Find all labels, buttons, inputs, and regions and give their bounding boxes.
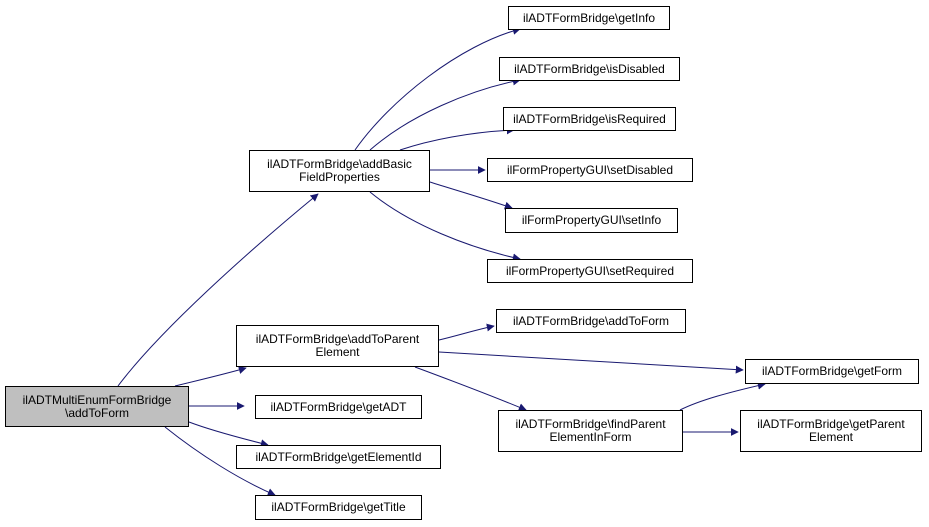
edge-addToParentElement-to-getForm — [438, 351, 744, 374]
node-getParentElement-line2: Element — [808, 430, 854, 444]
node-addBasicFieldProperties[interactable]: ilADTFormBridge\addBasic FieldProperties — [249, 150, 430, 192]
node-setInfo[interactable]: ilFormPropertyGUI\setInfo — [505, 208, 678, 233]
node-addToForm[interactable]: ilADTFormBridge\addToForm — [496, 309, 686, 333]
node-isRequired[interactable]: ilADTFormBridge\isRequired — [503, 107, 676, 131]
node-setDisabled-line1: ilFormPropertyGUI\setDisabled — [506, 162, 674, 177]
node-root-line2: \addToForm — [64, 405, 130, 420]
edge-root-to-addBasicFieldProperties — [117, 193, 319, 387]
node-addToForm-line1: ilADTFormBridge\addToForm — [512, 313, 670, 328]
node-getTitle[interactable]: ilADTFormBridge\getTitle — [255, 495, 422, 520]
node-isRequired-line1: ilADTFormBridge\isRequired — [513, 111, 666, 126]
node-addToParentElement-line2: Element — [315, 345, 360, 359]
edge-addBasicFieldProperties-to-setRequired — [369, 191, 521, 262]
node-getParentElement[interactable]: ilADTFormBridge\getParent Element — [740, 410, 922, 452]
node-setDisabled[interactable]: ilFormPropertyGUI\setDisabled — [487, 158, 693, 182]
node-addBasicFieldProperties-line2: FieldProperties — [299, 170, 380, 184]
node-getADT-line1: ilADTFormBridge\getADT — [270, 399, 407, 414]
node-setRequired[interactable]: ilFormPropertyGUI\setRequired — [487, 259, 693, 283]
node-getElementId[interactable]: ilADTFormBridge\getElementId — [236, 445, 441, 469]
edge-addToParentElement-to-findParentElementInForm — [414, 366, 527, 411]
edge-root-to-getTitle — [164, 426, 276, 496]
edge-addBasicFieldProperties-to-isRequired — [399, 126, 515, 151]
node-addToParentElement[interactable]: ilADTFormBridge\addToParent Element — [236, 325, 439, 367]
edge-addBasicFieldProperties-to-setInfo — [429, 181, 513, 210]
node-getElementId-line1: ilADTFormBridge\getElementId — [255, 449, 422, 464]
node-getForm-line1: ilADTFormBridge\getForm — [761, 364, 903, 378]
edge-findParentElementInForm-to-getForm — [679, 381, 766, 411]
node-getForm[interactable]: ilADTFormBridge\getForm — [745, 359, 919, 384]
node-getADT[interactable]: ilADTFormBridge\getADT — [255, 395, 422, 419]
node-getParentElement-line1: ilADTFormBridge\getParent — [757, 417, 905, 431]
node-addBasicFieldProperties-line1: ilADTFormBridge\addBasic — [267, 157, 412, 171]
node-setRequired-line1: ilFormPropertyGUI\setRequired — [505, 263, 675, 278]
node-isDisabled[interactable]: ilADTFormBridge\isDisabled — [499, 57, 680, 81]
node-getInfo-line1: ilADTFormBridge\getInfo — [522, 10, 656, 25]
node-findParentElementInForm-line2: ElementInForm — [549, 430, 632, 444]
node-addToParentElement-line1: ilADTFormBridge\addToParent — [255, 332, 420, 346]
edge-root-to-getElementId — [188, 421, 269, 448]
node-getInfo[interactable]: ilADTFormBridge\getInfo — [508, 6, 670, 30]
node-setInfo-line1: ilFormPropertyGUI\setInfo — [521, 213, 662, 227]
node-root-line1: ilADTMultiEnumFormBridge — [22, 392, 172, 407]
node-findParentElementInForm-line1: ilADTFormBridge\findParent — [515, 417, 666, 431]
node-getTitle-line1: ilADTFormBridge\getTitle — [271, 500, 406, 514]
edge-root-to-addToParentElement — [174, 366, 247, 387]
node-findParentElementInForm[interactable]: ilADTFormBridge\findParent ElementInForm — [498, 410, 683, 452]
node-isDisabled-line1: ilADTFormBridge\isDisabled — [514, 61, 665, 76]
edge-addBasicFieldProperties-to-getInfo — [354, 26, 521, 151]
edge-addToParentElement-to-addToForm — [438, 323, 495, 341]
node-root[interactable]: ilADTMultiEnumFormBridge \addToForm — [5, 386, 189, 427]
edge-addBasicFieldProperties-to-isDisabled — [369, 77, 521, 151]
